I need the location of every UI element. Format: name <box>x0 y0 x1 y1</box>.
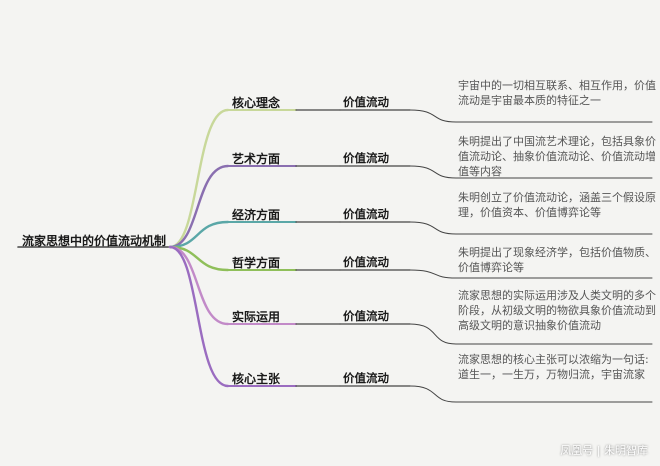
branch-curve <box>168 108 230 249</box>
sub-node-value-flow: 价值流动 <box>343 255 389 269</box>
branch-economy: 经济方面 <box>232 208 281 222</box>
branch-curve <box>168 164 230 249</box>
root-node: 流家思想中的价值流动机制 <box>22 234 167 248</box>
watermark: 凤凰号 | 朱明智库 <box>560 444 648 457</box>
sub-node-value-flow: 价值流动 <box>343 207 389 221</box>
branch-core-claim: 核心主张 <box>232 372 281 386</box>
sub-node-value-flow: 价值流动 <box>343 151 389 165</box>
description-practice: 流家思想的实际运用涉及人类文明的多个阶段，从初级文明的物欲具象价值流动到高级文明… <box>458 289 656 332</box>
branch-curve <box>168 245 230 326</box>
sub-node-value-flow: 价值流动 <box>343 309 389 323</box>
desc-connector <box>409 221 457 235</box>
desc-connector <box>409 323 457 345</box>
description-economy: 朱明创立了价值流动论，涵盖三个假设原理，价值资本、价值博弈论等 <box>458 191 656 219</box>
branch-curve <box>168 220 230 249</box>
description-philosophy: 朱明提出了现象经济学，包括价值物质、价值博弈论等 <box>458 246 656 274</box>
branch-curve <box>168 245 230 272</box>
sub-node-value-flow: 价值流动 <box>343 371 389 385</box>
description-art: 朱明提出了中国流艺术理论，包括具象价值流动论、抽象价值流动论、价值流动增值等内容 <box>458 135 656 178</box>
branch-curve <box>168 245 230 388</box>
sub-node-value-flow: 价值流动 <box>343 95 389 109</box>
desc-connector <box>409 109 457 123</box>
branch-philosophy: 哲学方面 <box>232 256 281 270</box>
branch-practice: 实际运用 <box>232 310 281 324</box>
branch-core-idea: 核心理念 <box>232 96 281 110</box>
branch-art: 艺术方面 <box>232 152 281 166</box>
description-core-claim: 流家思想的核心主张可以浓缩为一句话:道生一，一生万，万物归流，宇宙流家 <box>458 353 649 381</box>
desc-connector <box>409 269 457 279</box>
desc-connector <box>409 385 457 403</box>
description-core-idea: 宇宙中的一切相互联系、相互作用，价值流动是宇宙最本质的特征之一 <box>458 79 656 107</box>
desc-connector <box>409 165 457 179</box>
